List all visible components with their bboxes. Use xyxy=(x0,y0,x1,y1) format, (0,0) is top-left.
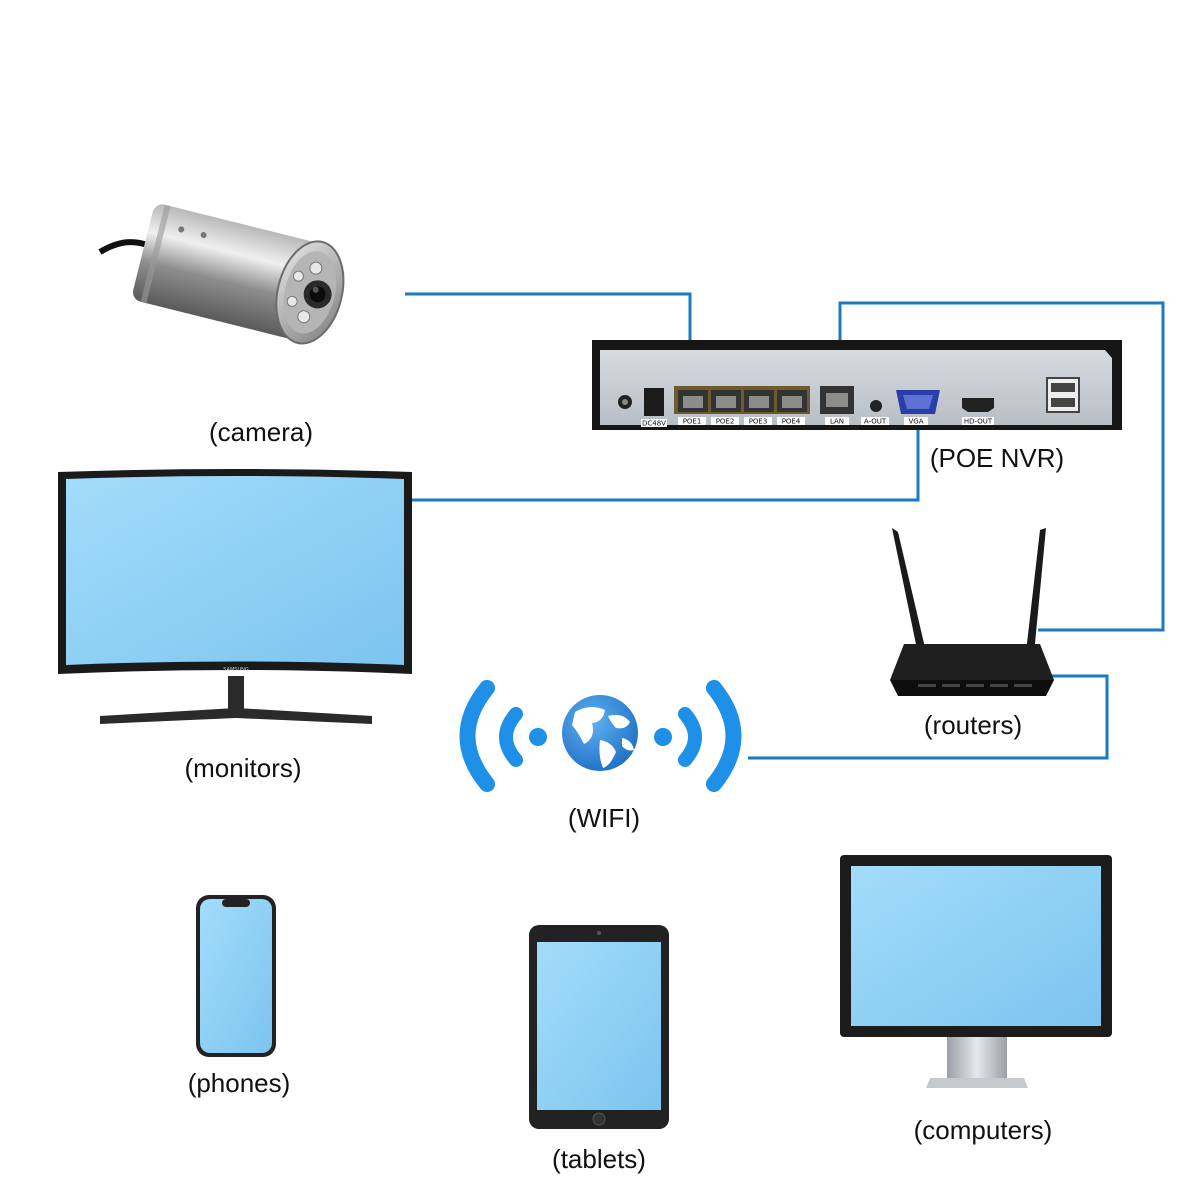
port-label-poe4: POE4 xyxy=(782,418,801,426)
wifi-label: (WIFI) xyxy=(567,803,641,833)
nvr-label: (POE NVR) xyxy=(929,443,1065,473)
cable-router-to-wifi xyxy=(748,674,1109,760)
computer-icon xyxy=(840,855,1112,1088)
nvr-icon: DC48V POE1 POE2 POE3 POE4 LAN A-OUT VGA … xyxy=(592,340,1122,430)
port-label-poe3: POE3 xyxy=(749,418,768,426)
cable-nvr-vga-to-monitor xyxy=(412,415,920,502)
phones-label: (phones) xyxy=(187,1068,291,1098)
cable-nvr-lan-to-router xyxy=(838,301,1165,632)
monitor-icon: SAMSUNG xyxy=(58,469,412,724)
port-label-hdmi: HD-OUT xyxy=(964,418,993,426)
port-label-vga: VGA xyxy=(908,418,923,426)
port-label-poe1: POE1 xyxy=(683,418,702,426)
monitor-brand: SAMSUNG xyxy=(223,667,249,673)
port-label-lan: LAN xyxy=(830,418,844,426)
computers-label: (computers) xyxy=(913,1115,1053,1145)
tablet-icon xyxy=(529,925,669,1129)
routers-label: (routers) xyxy=(923,710,1023,740)
router-icon xyxy=(890,528,1054,696)
tablets-label: (tablets) xyxy=(552,1144,646,1174)
port-label-audio: A-OUT xyxy=(864,418,887,426)
port-label-poe2: POE2 xyxy=(716,418,735,426)
globe-icon xyxy=(562,695,638,771)
camera-label: (camera) xyxy=(208,417,314,447)
phone-icon xyxy=(196,895,276,1057)
monitors-label: (monitors) xyxy=(184,753,302,783)
port-label-power: DC48V xyxy=(642,420,666,428)
camera-icon xyxy=(98,204,345,345)
wifi-icon xyxy=(459,680,742,792)
